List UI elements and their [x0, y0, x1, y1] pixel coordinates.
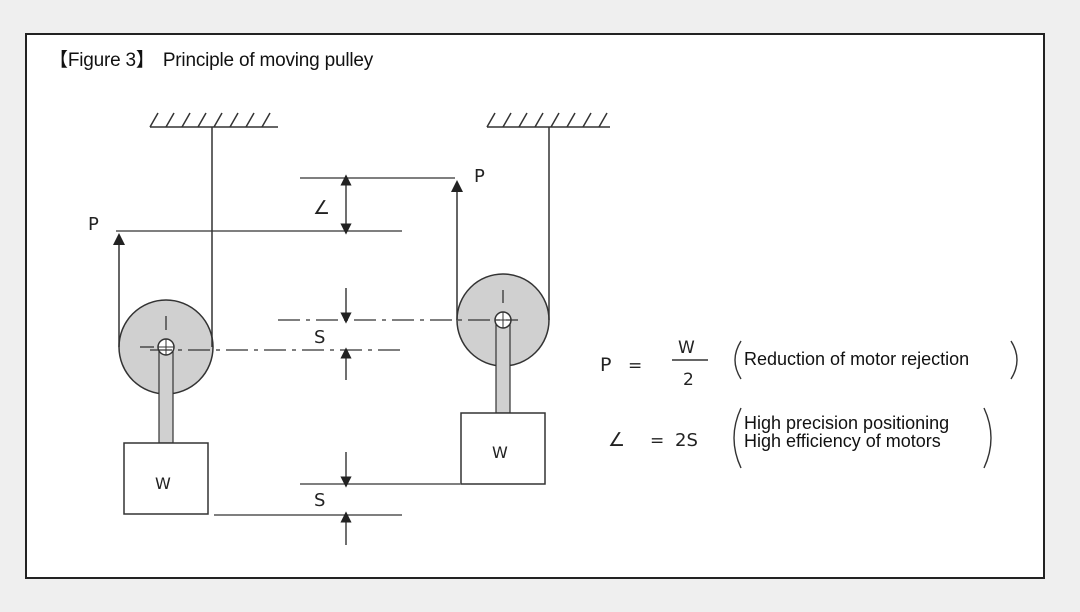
formula1-note: Reduction of motor rejection — [744, 349, 970, 369]
reference-lines — [116, 177, 518, 516]
label-displacement-s-bottom: S — [314, 490, 325, 511]
pulley-system-right — [451, 127, 550, 485]
paren-open-2 — [733, 407, 742, 469]
ceiling-right — [486, 112, 610, 128]
pulley-system-left — [113, 127, 214, 515]
formula-decor — [672, 340, 1018, 469]
weight-box-left — [123, 442, 209, 515]
figure-number: Figure 3 — [67, 50, 136, 71]
formula1-eq: = — [628, 356, 642, 376]
caption-bracket-close: 】 — [135, 50, 155, 71]
paren-open-1 — [734, 340, 742, 380]
formula1-numerator: W — [678, 338, 695, 358]
label-weight-right: W — [492, 443, 508, 462]
formula1-denominator: 2 — [683, 370, 694, 390]
formula1-lhs: P — [600, 354, 611, 376]
pulley-arm-left — [158, 346, 174, 444]
label-displacement-s-top: S — [314, 327, 325, 348]
formula2-lhs: ∠ — [608, 429, 625, 451]
pulley-arm-right — [495, 319, 511, 414]
formula2-note-line1: High precision positioning — [744, 413, 950, 433]
label-force-right: P — [474, 166, 485, 187]
weight-box-right — [460, 412, 546, 485]
label-weight-left: W — [155, 474, 171, 493]
caption-bracket-open: 【 — [49, 50, 68, 71]
label-displacement-large: ∠ — [313, 197, 330, 219]
figure-caption: 【Figure 3】 Principle of moving pulley — [49, 45, 373, 72]
formula2-note-line2: High efficiency of motors — [744, 431, 941, 451]
formula2-rhs: 2S — [675, 430, 698, 451]
ceiling-left — [149, 112, 278, 128]
paren-close-2 — [983, 407, 992, 469]
figure-title: Principle of moving pulley — [162, 50, 374, 71]
formula2-eq: = — [650, 431, 664, 451]
paren-close-1 — [1010, 340, 1018, 380]
label-force-left: P — [88, 214, 99, 235]
